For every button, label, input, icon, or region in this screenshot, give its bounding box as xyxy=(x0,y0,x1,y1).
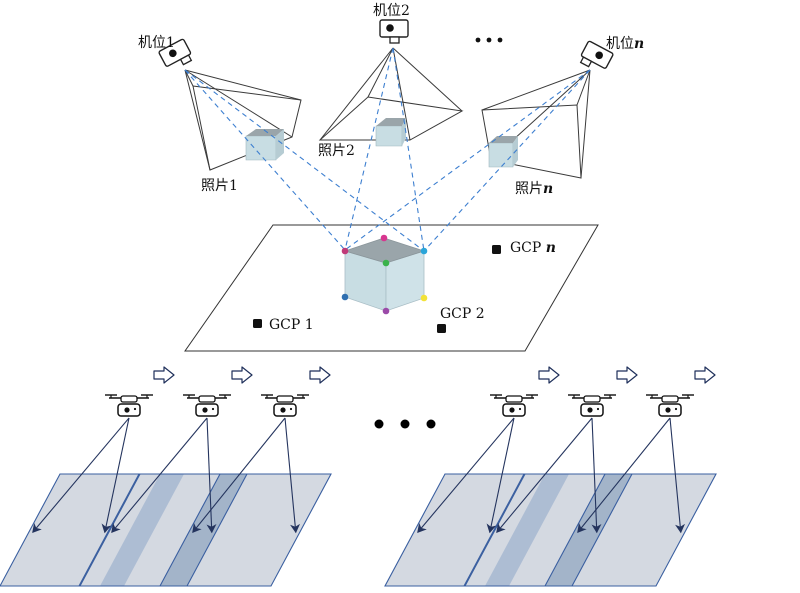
camera-ray xyxy=(284,417,301,534)
camera-ray xyxy=(111,417,208,534)
drone-icon xyxy=(105,394,153,417)
camera-icon-2 xyxy=(379,19,409,44)
frustum-edge xyxy=(184,69,211,171)
photo-label-2: 照片2 xyxy=(318,143,355,159)
flight-direction-arrow-icon xyxy=(153,366,175,384)
photo-cube-2 xyxy=(375,118,406,147)
frustum-edge xyxy=(184,69,302,101)
frustum-edge xyxy=(184,69,194,87)
camera-ray xyxy=(192,417,286,534)
gcp-label-2: GCP 2 xyxy=(440,306,485,322)
ray xyxy=(423,69,591,252)
cube-corner-marker xyxy=(382,307,390,315)
strip-edge xyxy=(186,473,248,587)
camera-ray xyxy=(101,417,130,534)
strip-outline xyxy=(0,473,332,587)
drone-icon xyxy=(490,394,538,417)
gcp-marker-2 xyxy=(437,324,446,333)
cube-corner-marker xyxy=(380,234,388,242)
footprint-overlap-triple xyxy=(100,474,184,586)
frustum-edge xyxy=(392,47,463,112)
main-cube xyxy=(341,234,428,315)
frustum-edge xyxy=(319,47,394,141)
camera-label-2: 机位2 xyxy=(373,3,410,19)
image-footprint xyxy=(545,474,716,586)
photo-cube-n xyxy=(488,136,518,168)
gcp-marker-n xyxy=(492,245,501,254)
camera-icon-n xyxy=(579,40,614,69)
cube-corner-marker xyxy=(341,293,349,301)
drone-icon xyxy=(568,394,616,417)
cube-corner-marker xyxy=(341,247,349,255)
strip-outline xyxy=(384,473,717,587)
flight-strip-panel xyxy=(0,366,332,587)
frustum-edge xyxy=(481,69,591,111)
photo-cube-1 xyxy=(245,129,284,161)
frustum-edge xyxy=(580,69,591,179)
camera-label-n: 机位n xyxy=(606,36,644,52)
frustum-edge xyxy=(184,69,293,138)
ray xyxy=(344,47,394,251)
footprint-overlap xyxy=(160,474,247,586)
strip-edge xyxy=(571,473,633,587)
ray xyxy=(184,69,346,251)
flight-direction-arrow-icon xyxy=(309,366,331,384)
ellipsis-icon xyxy=(475,37,503,43)
frustum-edge xyxy=(367,47,394,98)
frustum-edge xyxy=(392,47,411,141)
photo-label-1: 照片1 xyxy=(201,178,238,194)
cube-corner-marker xyxy=(382,259,390,267)
camera-ray xyxy=(206,417,217,534)
gcp-label-1: GCP 1 xyxy=(269,317,314,333)
ray xyxy=(344,69,591,251)
cube-corner-marker xyxy=(420,247,428,255)
ray xyxy=(184,69,425,252)
camera-icon-1 xyxy=(158,38,193,67)
image-footprint xyxy=(0,474,140,586)
flight-strip-panels xyxy=(0,366,717,587)
ray xyxy=(392,47,425,252)
camera-ray xyxy=(591,417,602,534)
frustum-edge xyxy=(576,69,591,106)
image-footprint xyxy=(160,474,331,586)
flight-direction-arrow-icon xyxy=(694,366,716,384)
frustum-camera-2 xyxy=(318,47,464,141)
flight-direction-arrow-icon xyxy=(231,366,253,384)
camera-ray xyxy=(486,417,515,534)
frustum-camera-1 xyxy=(184,69,302,171)
camera-ray xyxy=(496,417,593,534)
drone-icon xyxy=(646,394,694,417)
footprint-overlap xyxy=(545,474,632,586)
footprint-overlap-triple xyxy=(485,474,569,586)
flight-direction-arrow-icon xyxy=(616,366,638,384)
camera-ray xyxy=(669,417,686,534)
flight-direction-arrow-icon xyxy=(538,366,560,384)
image-footprint xyxy=(385,474,525,586)
cube-corner-marker xyxy=(420,294,428,302)
photo-label-n: 照片n xyxy=(515,181,553,197)
ellipsis-icon xyxy=(374,419,436,429)
camera-ray xyxy=(417,417,515,534)
gcp-label-n: GCP n xyxy=(510,240,556,256)
gcp-marker-1 xyxy=(253,319,262,328)
camera-label-1: 机位1 xyxy=(138,35,175,51)
camera-ray xyxy=(577,417,671,534)
flight-strip-panel xyxy=(384,366,717,587)
drone-icon xyxy=(183,394,231,417)
drone-icon xyxy=(261,394,309,417)
projection-rays xyxy=(184,47,591,252)
camera-ray xyxy=(32,417,130,534)
